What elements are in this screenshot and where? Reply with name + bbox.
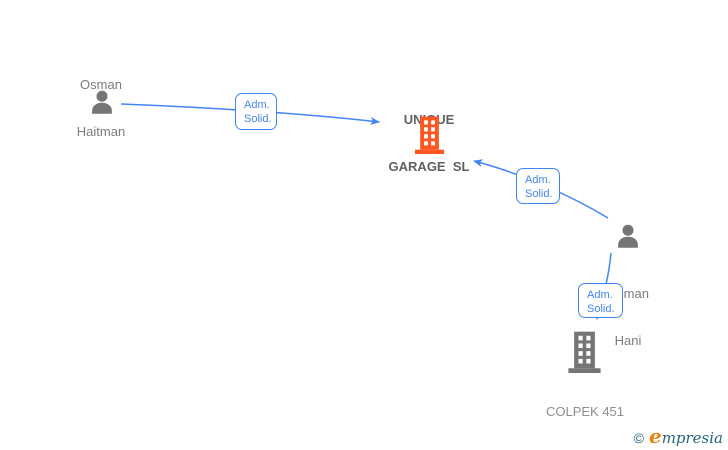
edge-label-line1: Adm. (525, 174, 551, 186)
person-haitman-icon[interactable] (87, 87, 117, 118)
edge-label-line1: Adm. (244, 99, 270, 111)
edge-label-line2: Solid. (587, 303, 615, 315)
company-colpek-name-line1: COLPEK 451 (545, 404, 625, 419)
person-hani-name-line2: Hani (614, 332, 642, 348)
edge-label-hani-unique[interactable]: Adm. Solid. (516, 168, 560, 204)
edge-label-hani-colpek[interactable]: Adm. Solid. (578, 283, 623, 318)
edge-label-line2: Solid. (244, 113, 272, 125)
person-haitman-label: Osman Haitman (41, 46, 161, 170)
person-haitman-name-line1: Osman (80, 77, 122, 92)
edge-label-line1: Adm. (587, 289, 613, 301)
edge-label-haitman-unique[interactable]: Adm. Solid. (235, 93, 277, 130)
copyright-icon: © (633, 430, 644, 446)
empresia-logo-e: e (648, 424, 662, 448)
company-unique-building-icon[interactable] (413, 116, 446, 154)
company-colpek-building-icon[interactable] (566, 331, 603, 373)
person-haitman-name-line2: Haitman (76, 123, 126, 139)
company-unique-name-line2: GARAGE SL (388, 158, 470, 174)
person-hani-icon[interactable] (613, 221, 643, 252)
empresia-logo-text: mpresia (661, 429, 723, 447)
company-colpek-label: COLPEK 451 SL (525, 373, 645, 450)
edge-label-line2: Solid. (525, 188, 553, 200)
